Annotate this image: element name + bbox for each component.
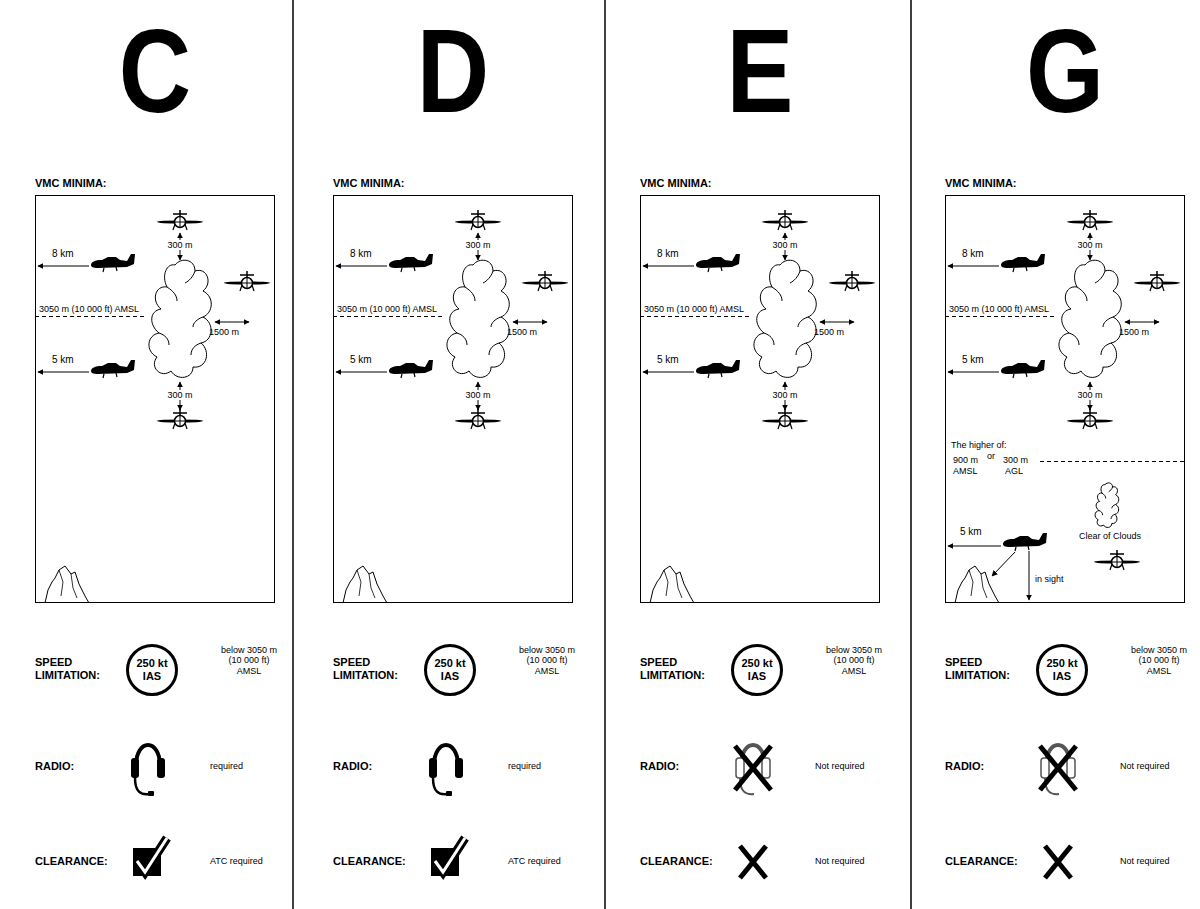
headset-crossed-icon	[1040, 745, 1076, 794]
altitude-label: 3050 m (10 000 ft) AMSL	[39, 304, 139, 314]
altitude-label: 900 m	[953, 455, 978, 465]
visibility-label: 8 km	[962, 248, 984, 260]
requirement-text: Not required	[815, 761, 865, 771]
altitude-label: 3050 m (10 000 ft) AMSL	[949, 304, 1049, 314]
visibility-label: 8 km	[350, 248, 372, 260]
visibility-label: 8 km	[657, 248, 679, 260]
note-label: or	[987, 451, 995, 461]
distance-label: 1500 m	[507, 327, 537, 337]
section-heading: VMC MINIMA:	[35, 177, 107, 190]
distance-label: 300 m	[770, 390, 799, 400]
headset-crossed-icon	[735, 745, 771, 794]
speed-note: below 3050 m (10 000 ft) AMSL	[515, 645, 579, 676]
vmc-illustration	[640, 210, 875, 603]
column-separator	[604, 0, 606, 909]
row-heading: SPEED LIMITATION:	[35, 656, 115, 681]
airspace-class-letter: C	[53, 12, 257, 130]
vmc-minima-box: VMC MINIMA:	[35, 195, 275, 603]
distance-label: 300 m	[165, 390, 194, 400]
speed-value: 250 kt IAS	[739, 657, 775, 682]
altitude-label: 3050 m (10 000 ft) AMSL	[337, 304, 437, 314]
cross-icon	[1045, 846, 1071, 878]
row-heading: RADIO:	[640, 760, 679, 773]
row-heading: SPEED LIMITATION:	[945, 656, 1025, 681]
row-heading: CLEARANCE:	[35, 855, 108, 868]
visibility-label: 5 km	[350, 354, 372, 366]
distance-label: 300 m	[165, 240, 194, 250]
speed-limit-circle: 250 kt IAS	[424, 644, 476, 696]
visibility-label: 5 km	[962, 354, 984, 366]
distance-label: 300 m	[1075, 390, 1104, 400]
speed-limit-circle: 250 kt IAS	[126, 644, 178, 696]
section-heading: VMC MINIMA:	[945, 177, 1017, 190]
airspace-class-letter: E	[658, 12, 862, 130]
altitude-label: 3050 m (10 000 ft) AMSL	[644, 304, 744, 314]
vmc-illustration	[945, 210, 1180, 603]
speed-value: 250 kt IAS	[432, 657, 468, 682]
speed-value: 250 kt IAS	[134, 657, 170, 682]
row-heading: CLEARANCE:	[640, 855, 713, 868]
check-icon	[431, 838, 465, 876]
distance-label: 1500 m	[814, 327, 844, 337]
vmc-illustration	[35, 210, 270, 603]
visibility-label: 8 km	[52, 248, 74, 260]
headset-icon	[429, 745, 463, 796]
airspace-class-letter: D	[351, 12, 555, 130]
requirement-text: required	[508, 761, 541, 771]
distance-label: 1500 m	[1119, 327, 1149, 337]
row-heading: RADIO:	[333, 760, 372, 773]
column-separator	[910, 0, 912, 909]
requirement-text: ATC required	[508, 856, 561, 866]
column-separator	[292, 0, 294, 909]
vmc-minima-box: VMC MINIMA:	[640, 195, 880, 603]
altitude-label: 300 m	[1003, 455, 1028, 465]
row-heading: SPEED LIMITATION:	[333, 656, 413, 681]
distance-label: 300 m	[1075, 240, 1104, 250]
speed-limit-circle: 250 kt IAS	[1036, 644, 1088, 696]
requirement-text: Not required	[1120, 856, 1170, 866]
visibility-label: 5 km	[960, 526, 982, 538]
row-heading: CLEARANCE:	[333, 855, 406, 868]
note-label: The higher of:	[951, 440, 1007, 450]
vmc-minima-box: VMC MINIMA:	[945, 195, 1185, 603]
visibility-label: 5 km	[52, 354, 74, 366]
section-heading: VMC MINIMA:	[640, 177, 712, 190]
requirement-text: required	[210, 761, 243, 771]
row-heading: RADIO:	[945, 760, 984, 773]
note-label: Clear of Clouds	[1079, 531, 1141, 541]
altitude-label: AMSL	[953, 466, 978, 476]
distance-label: 300 m	[770, 240, 799, 250]
row-heading: SPEED LIMITATION:	[640, 656, 720, 681]
requirement-text: Not required	[1120, 761, 1170, 771]
visibility-label: 5 km	[657, 354, 679, 366]
distance-label: 300 m	[463, 390, 492, 400]
class-g-extras	[948, 462, 1185, 601]
cross-icon	[740, 846, 766, 878]
vmc-illustration	[333, 210, 568, 603]
row-heading: CLEARANCE:	[945, 855, 1018, 868]
speed-note: below 3050 m (10 000 ft) AMSL	[217, 645, 281, 676]
check-icon	[133, 838, 167, 876]
speed-note: below 3050 m (10 000 ft) AMSL	[1127, 645, 1191, 676]
altitude-label: AGL	[1005, 466, 1023, 476]
distance-label: 1500 m	[209, 327, 239, 337]
speed-note: below 3050 m (10 000 ft) AMSL	[822, 645, 886, 676]
headset-icon	[131, 745, 165, 796]
distance-label: 300 m	[463, 240, 492, 250]
airspace-class-letter: G	[963, 12, 1167, 130]
row-heading: RADIO:	[35, 760, 74, 773]
speed-limit-circle: 250 kt IAS	[731, 644, 783, 696]
requirement-text: Not required	[815, 856, 865, 866]
speed-value: 250 kt IAS	[1044, 657, 1080, 682]
vmc-minima-box: VMC MINIMA:	[333, 195, 573, 603]
requirement-text: ATC required	[210, 856, 263, 866]
section-heading: VMC MINIMA:	[333, 177, 405, 190]
note-label: in sight	[1035, 574, 1064, 584]
